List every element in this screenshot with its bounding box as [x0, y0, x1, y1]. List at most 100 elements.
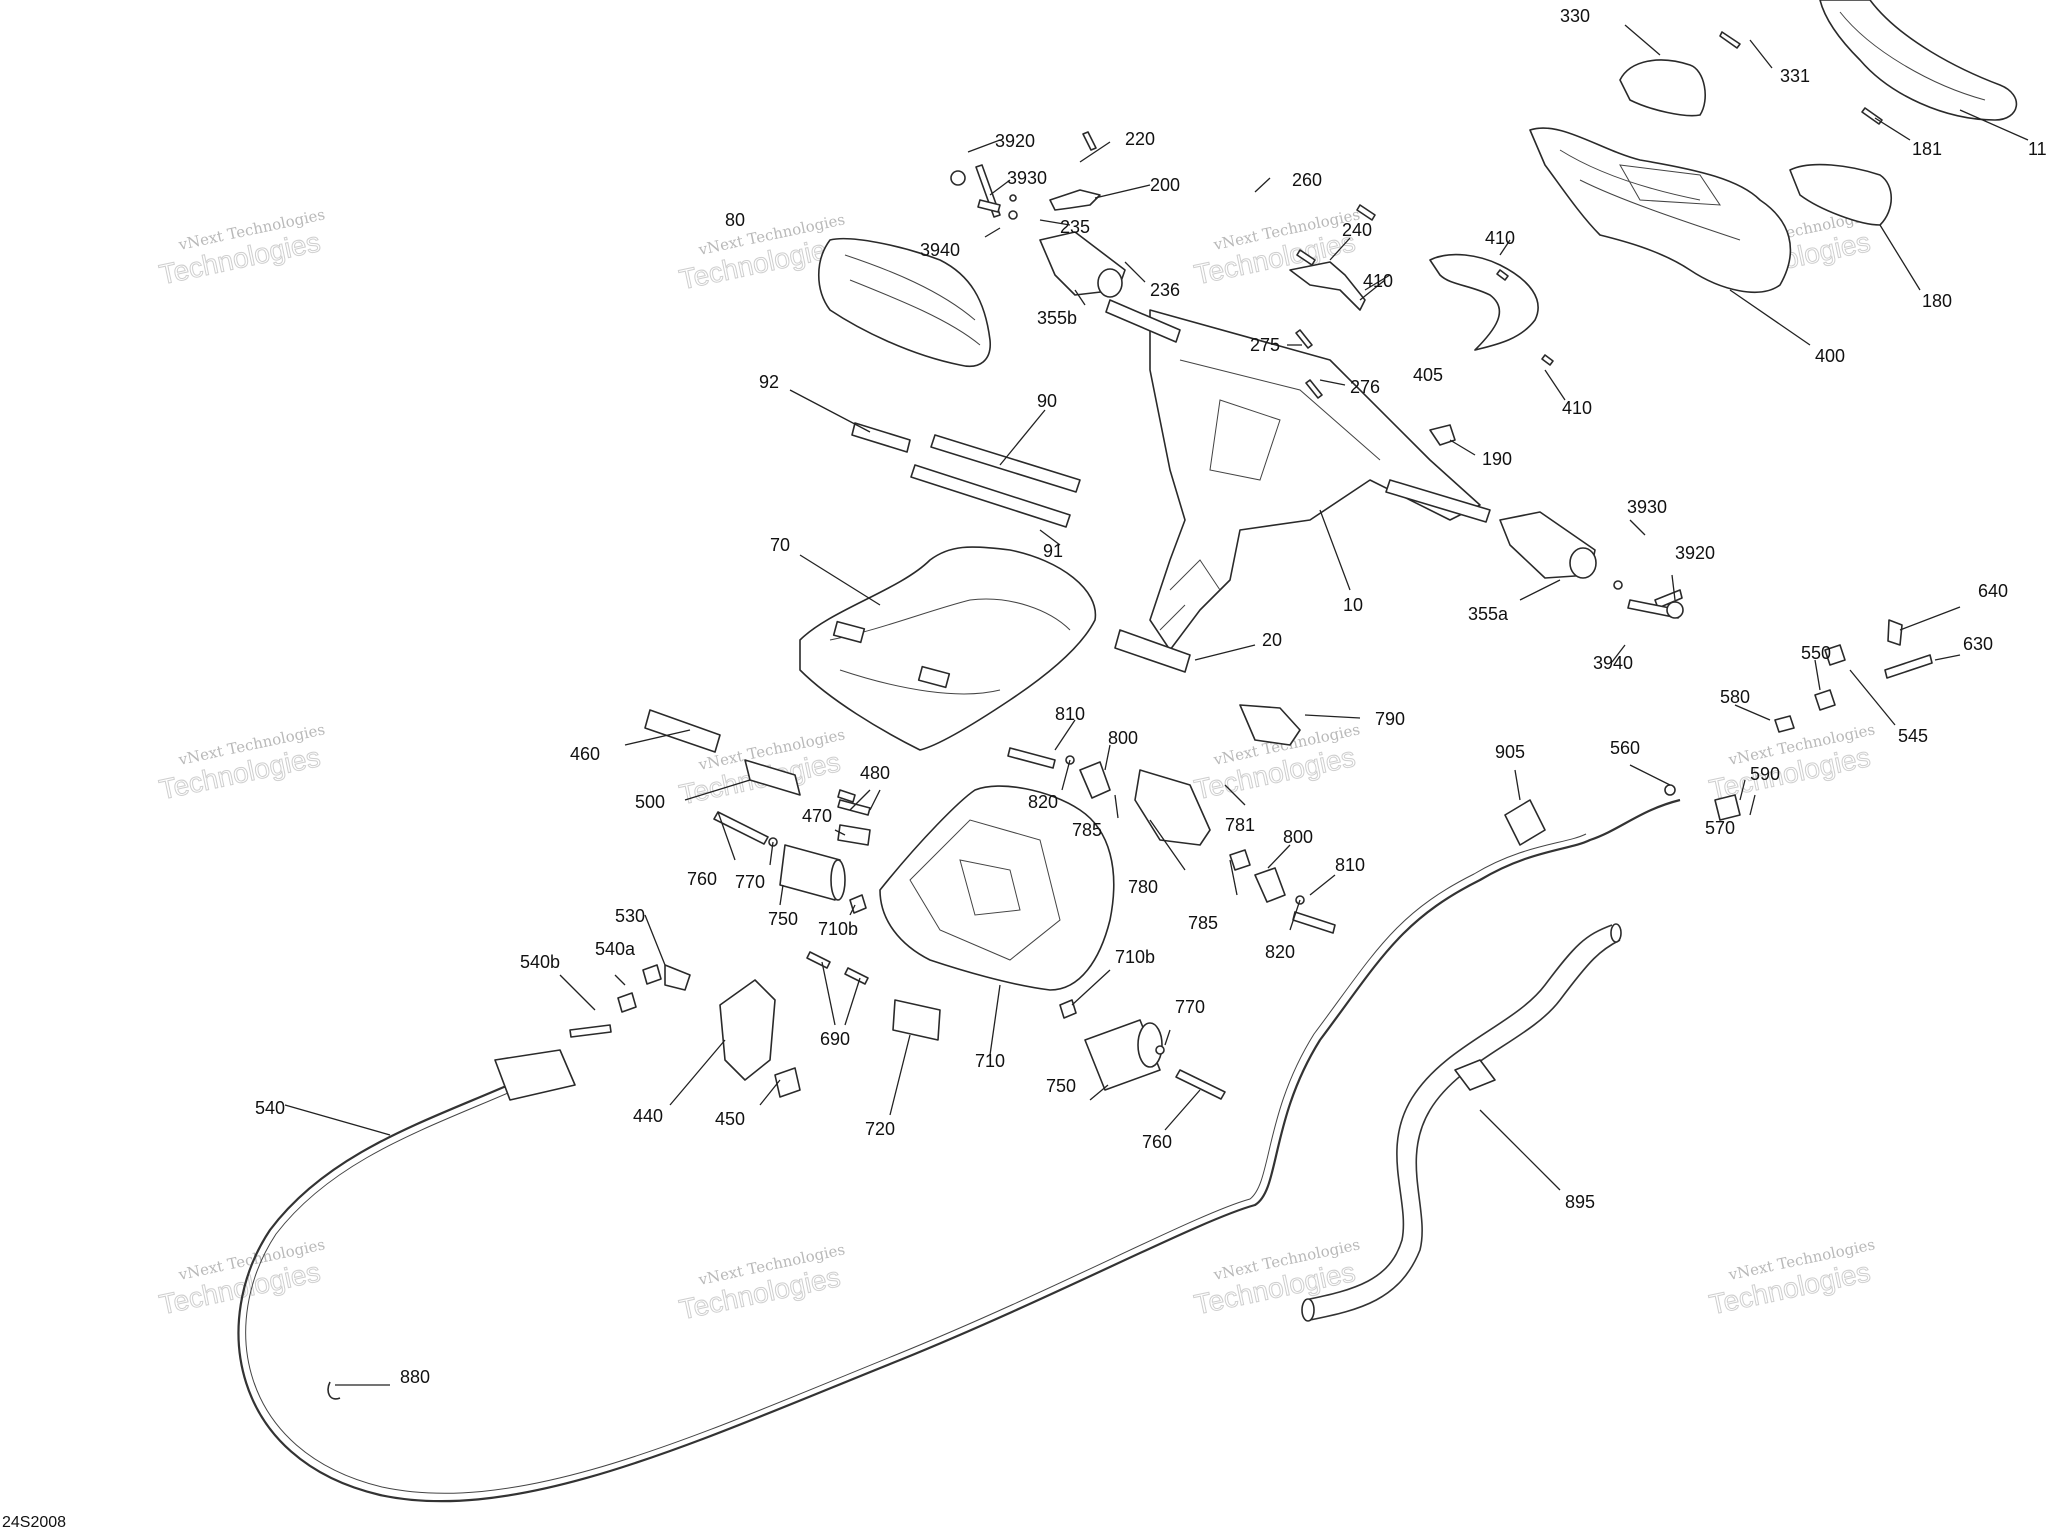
handlebar-part [1429, 253, 1539, 351]
callout-181: 181 [1912, 139, 1942, 159]
callout-355b: 355b [1037, 308, 1077, 328]
throttle-sensor-part [644, 709, 721, 753]
bolt-part [837, 789, 856, 803]
callout-800-lower: 800 [1283, 827, 1313, 847]
cap-part [950, 170, 966, 186]
callout-480: 480 [860, 763, 890, 783]
knob-part [1079, 761, 1111, 799]
bolt-part [1007, 747, 1056, 769]
callout-236: 236 [1150, 280, 1180, 300]
callout-570: 570 [1705, 818, 1735, 838]
side-cover-part [1789, 163, 1892, 226]
bolt-part [1305, 379, 1323, 399]
steering-shaft-part [1105, 299, 1181, 343]
callout-90: 90 [1037, 391, 1057, 411]
watermark: vNext Technologies Technologies [156, 1235, 327, 1321]
connector-part [1454, 1059, 1496, 1091]
sensor-bracket-part [744, 759, 801, 796]
callout-500: 500 [635, 792, 665, 812]
callout-810-upper: 810 [1055, 704, 1085, 724]
callout-710: 710 [975, 1051, 1005, 1071]
bolt-part [1714, 794, 1741, 821]
callout-540: 540 [255, 1098, 285, 1118]
callout-3940-lower: 3940 [1593, 653, 1633, 673]
bolt-part [837, 799, 871, 816]
callout-355a: 355a [1468, 604, 1509, 624]
bolt-part [1861, 107, 1883, 125]
lower-housing-detail [909, 819, 1061, 961]
callout-640: 640 [1978, 581, 2008, 601]
throttle-cable [237, 798, 1681, 1503]
callout-190: 190 [1482, 449, 1512, 469]
callout-331: 331 [1780, 66, 1810, 86]
callout-276: 276 [1350, 377, 1380, 397]
upper-housing-detail [1559, 149, 1741, 241]
callout-20: 20 [1262, 630, 1282, 650]
washer-part [1664, 784, 1676, 796]
watermark: vNext Technologies Technologies [156, 720, 327, 806]
callout-710b-upper: 710b [818, 919, 858, 939]
mount-bracket-part [719, 979, 776, 1081]
drain-hose-end [1301, 1298, 1315, 1322]
callout-540a: 540a [595, 939, 636, 959]
callout-460: 460 [570, 744, 600, 764]
callout-630: 630 [1963, 634, 1993, 654]
bolt-part [713, 811, 769, 845]
callout-70: 70 [770, 535, 790, 555]
callout-750-upper: 750 [768, 909, 798, 929]
callout-780: 780 [1128, 877, 1158, 897]
callout-330: 330 [1560, 6, 1590, 26]
clip-part [1429, 424, 1456, 446]
bracket-part [910, 464, 1071, 528]
bolt-part [1175, 1069, 1226, 1100]
watermark: vNext Technologies Technologies [1706, 1235, 1877, 1321]
callout-92: 92 [759, 372, 779, 392]
cylinder-end [830, 859, 846, 901]
seat-detail [1839, 11, 1986, 101]
callout-220: 220 [1125, 129, 1155, 149]
callout-895: 895 [1565, 1192, 1595, 1212]
bolt-part [569, 1024, 612, 1038]
spacer-part [1814, 689, 1836, 711]
callout-785-lower: 785 [1188, 913, 1218, 933]
callout-235: 235 [1060, 217, 1090, 237]
callout-440: 440 [633, 1106, 663, 1126]
callout-760-upper: 760 [687, 869, 717, 889]
callout-560: 560 [1610, 738, 1640, 758]
callout-545: 545 [1898, 726, 1928, 746]
callout-3930-upper: 3930 [1007, 168, 1047, 188]
watermark: vNext Technologies Technologies [676, 1240, 847, 1326]
bushing-part [892, 999, 941, 1041]
callout-790: 790 [1375, 709, 1405, 729]
watermark: vNext Technologies Technologies [1706, 720, 1877, 806]
washer-part [1613, 580, 1623, 590]
bolt-part [1295, 329, 1313, 349]
watermarks: vNext Technologies Technologies vNext Te… [156, 205, 1877, 1326]
callout-400: 400 [1815, 346, 1845, 366]
cylinder-end [1137, 1022, 1163, 1068]
front-cover-detail [844, 254, 981, 346]
bolt-part [1082, 131, 1097, 151]
callout-770-lower: 770 [1175, 997, 1205, 1017]
grip-end [1097, 268, 1123, 298]
callout-785-upper: 785 [1072, 820, 1102, 840]
steering-shaft-part [1385, 479, 1491, 523]
callout-690: 690 [820, 1029, 850, 1049]
cables [237, 798, 1681, 1503]
cover-part [1619, 59, 1706, 117]
console-slot [832, 620, 866, 644]
console-slot [917, 665, 951, 689]
callout-3920-upper: 3920 [995, 131, 1035, 151]
magnet-part [837, 824, 871, 846]
nut-part [617, 992, 637, 1013]
callout-405: 405 [1413, 365, 1443, 385]
watermark: vNext Technologies Technologies [156, 205, 327, 291]
callout-11: 11 [2028, 139, 2047, 159]
bolt-part [1541, 354, 1554, 366]
parts [327, 0, 2018, 1400]
cable-end-part [664, 964, 691, 991]
callout-3920-lower: 3920 [1675, 543, 1715, 563]
clip-part [327, 1381, 341, 1400]
grip-end [1569, 547, 1597, 579]
